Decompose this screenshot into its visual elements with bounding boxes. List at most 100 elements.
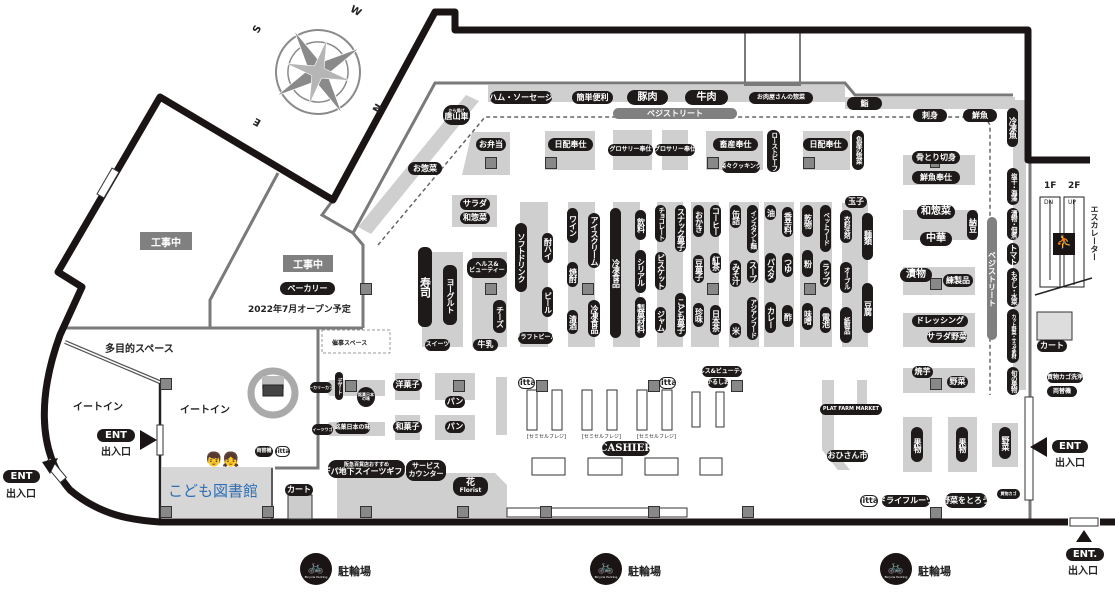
label-fresh-fish: 鮮魚: [963, 109, 997, 122]
pillar: [731, 380, 743, 392]
label-frozen-fish: 冷凍魚: [1007, 108, 1018, 147]
pillar: [485, 283, 497, 295]
label-baked-potato: 焼芋: [912, 366, 933, 378]
escalator-icon: ⛹: [1056, 235, 1073, 250]
label-natto: 納豆: [967, 210, 978, 240]
label-litta: litta: [518, 377, 535, 389]
pillar: [453, 380, 465, 392]
compass-icon: [275, 29, 361, 115]
label-tofu: 豆腐: [862, 283, 873, 333]
label-ham-sausage: ハム・ソーセージ: [490, 91, 552, 104]
label-dried-goods: 乾物: [802, 205, 813, 237]
bicycle-parking: 🚲Bicycle Parking 駐輪場: [880, 553, 951, 585]
label-grocery-2: グロサリー奉仕: [655, 144, 695, 156]
pillar: [160, 506, 172, 518]
floor-1f: 1F: [1044, 181, 1057, 191]
pillar: [648, 506, 660, 518]
label-litta: litta: [659, 377, 676, 389]
parking-label: 駐輪場: [338, 565, 371, 578]
kids-library-label: こども図書館: [168, 482, 259, 500]
label-flower: 花: [465, 478, 475, 488]
label-dessert: デザート: [335, 372, 343, 400]
pillar: [804, 283, 816, 295]
entrance-label: 出入口: [101, 447, 131, 458]
label-batteries: 電池: [820, 307, 831, 333]
label-noodles: 麺類: [862, 213, 873, 260]
label-health-beauty: ヘルス&ビューティー: [467, 258, 507, 278]
label-sprouts: もやし・水菜: [1007, 268, 1019, 307]
label-ohisan-market: おひさん市: [827, 450, 868, 462]
pillar: [540, 506, 552, 518]
label-beauty: ビューティー: [469, 267, 505, 274]
label-wine: ワイン: [567, 208, 578, 243]
construction-label: 工事中: [140, 232, 192, 250]
entrance-label: 出入口: [6, 489, 36, 500]
pillar: [160, 378, 172, 390]
label-pickles-tsukudani: 漬物・佃煮: [1007, 208, 1019, 240]
label-cashier: CASHIER: [602, 441, 650, 456]
label-cart: カート: [285, 484, 313, 496]
label-cart: カート: [1037, 340, 1067, 352]
pillar: [360, 283, 372, 295]
label-semi-self-register: [セミセルフレジ]: [637, 434, 676, 440]
label-osozai: お惣菜: [408, 162, 442, 175]
label-depachika-name: デパ地下スイーツギフト: [328, 466, 405, 476]
label-daily-2: 日配奉仕: [803, 138, 848, 151]
label-bento: お弁当: [476, 138, 506, 151]
label-frozen-food: 冷凍食品: [610, 208, 621, 338]
entrance-ent-badge: ENT: [97, 429, 135, 442]
label-kantan: 簡単便利: [572, 91, 613, 104]
label-yogurt: ヨーグルト: [443, 265, 457, 325]
label-laundry-detergent: 衣料洗剤: [840, 210, 852, 243]
label-bread-1: パン: [445, 396, 465, 408]
parking-label: 駐輪場: [918, 565, 951, 578]
bicycle-icon: 🚲Bicycle Parking: [300, 553, 332, 585]
label-asian-food: アジアンフード: [747, 297, 758, 340]
label-sushi-top: 鮨: [847, 97, 882, 110]
entrance-ent-badge: ENT.: [1066, 548, 1104, 561]
label-chinese: 中華: [920, 232, 952, 246]
eat-in-label: イートイン: [180, 405, 230, 416]
label-kids-snacks: こども菓子: [675, 293, 686, 337]
entrance-label: 出入口: [1055, 458, 1085, 469]
label-soup: スープ: [747, 260, 758, 283]
label-pickles: 漬物: [900, 268, 932, 282]
label-easy-cooking: 楽々クッキング: [722, 161, 760, 173]
label-basket-wash: 買物カゴ洗浄: [1047, 372, 1083, 383]
label-grocery-1: グロサリー奉仕: [608, 144, 653, 156]
label-karaage-name: 唐山車: [444, 112, 469, 121]
label-sushi: 寿司: [418, 247, 432, 327]
label-health-beauty-2: ヘルス&ビューティー: [702, 366, 742, 377]
pillar: [457, 506, 469, 518]
label-spices: 香辛料: [782, 207, 793, 237]
label-delicacies: 珍味: [693, 303, 704, 327]
label-fruit-1: 果物: [911, 427, 923, 462]
label-cheese: チーズ: [493, 300, 506, 333]
label-miso-soup: みそ汁: [730, 260, 741, 287]
label-karaage-sub: から揚げ: [448, 108, 465, 113]
label-change-machine: 両替機: [255, 446, 273, 457]
event-space: 催事スペース: [332, 340, 368, 347]
label-livestock: 畜産奉仕: [713, 138, 758, 151]
pillar: [803, 157, 815, 169]
label-salad-veg: サラダ野菜: [927, 331, 967, 343]
label-florist-en: Florist: [459, 487, 482, 494]
label-beef: 牛肉: [685, 90, 728, 105]
label-baking: 製菓材料: [635, 297, 646, 338]
label-bean-snacks: 豆菓子: [693, 255, 704, 283]
label-litta: litta: [275, 446, 290, 457]
label-sweets-wagon: スイーツワゴン: [312, 424, 333, 435]
label-chocolate: チョコレート: [655, 205, 666, 242]
bicycle-icon-text: Bicycle Parking: [304, 574, 328, 579]
label-chuhai: 酎ハイ: [542, 233, 553, 263]
label-butcher-deli: お肉屋さんの惣菜: [749, 92, 813, 104]
label-service: サービス: [412, 462, 440, 470]
label-counter: カウンター: [408, 470, 444, 478]
label-paper-products: 紙製品: [840, 307, 852, 343]
label-change-machine: 両替機: [1047, 386, 1077, 397]
escalator-up: UP: [1068, 199, 1077, 206]
label-fish-paste: 練製品: [943, 274, 973, 287]
label-beer: ビール: [542, 287, 553, 317]
bakery-note: 2022年7月オープン予定: [248, 305, 351, 315]
